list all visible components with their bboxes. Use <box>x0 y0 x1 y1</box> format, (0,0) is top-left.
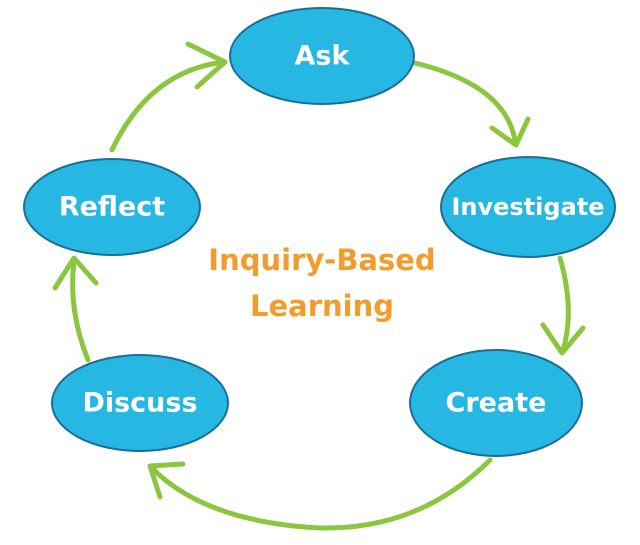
node-label-create: Create <box>446 388 547 419</box>
node-investigate: Investigate <box>440 156 616 258</box>
arrow-ask-to-investigate <box>412 60 531 148</box>
node-create: Create <box>409 349 583 457</box>
arrow-reflect-to-ask <box>109 41 228 153</box>
node-label-ask: Ask <box>295 41 351 72</box>
node-label-reflect: Reflect <box>59 192 165 223</box>
node-reflect: Reflect <box>23 158 201 256</box>
node-ask: Ask <box>229 7 415 105</box>
node-label-investigate: Investigate <box>451 193 604 221</box>
arrow-create-to-discuss <box>147 457 493 531</box>
cycle-arrows <box>52 41 586 531</box>
arrow-discuss-to-reflect <box>52 255 99 363</box>
center-title-line2: Learning <box>250 289 394 323</box>
arrow-investigate-to-create <box>540 255 586 356</box>
node-label-discuss: Discuss <box>82 388 197 419</box>
center-title-line1: Inquiry-Based <box>208 243 435 277</box>
node-discuss: Discuss <box>51 354 229 452</box>
